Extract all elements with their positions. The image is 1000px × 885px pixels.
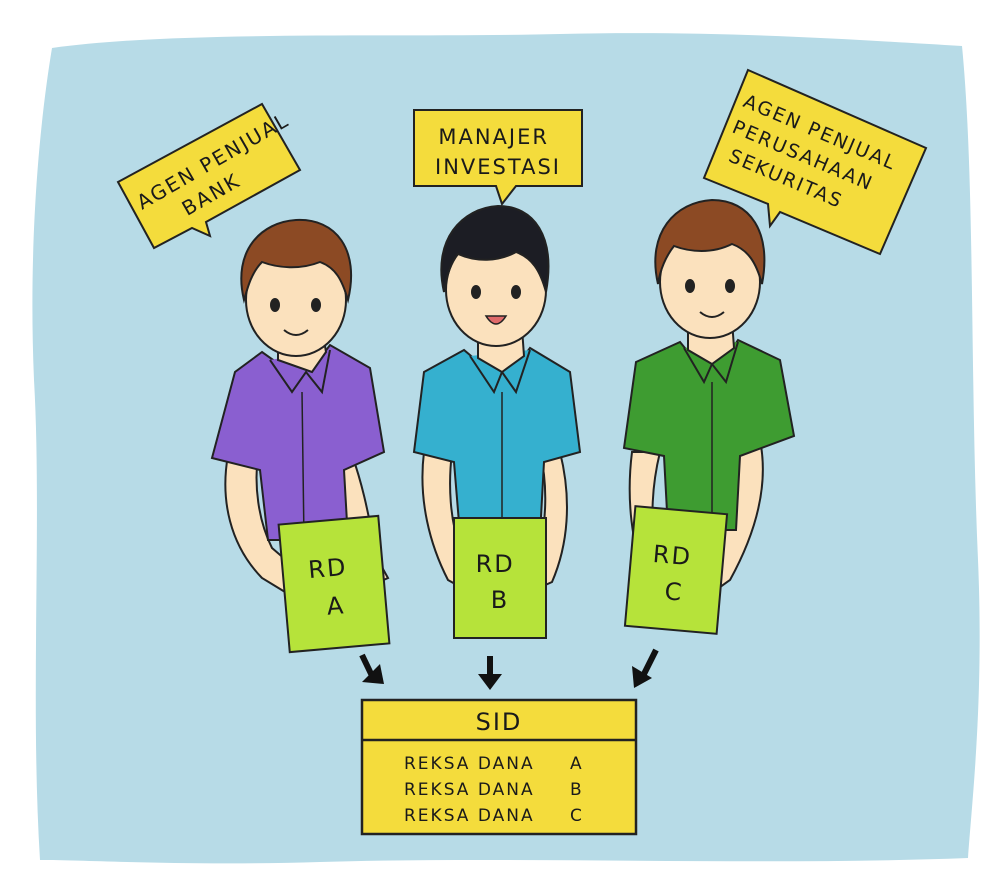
- svg-text:MANAJER INVESTASI: MANAJER INVESTASI: [435, 125, 561, 179]
- speech-bubble-investment-manager: MANAJER INVESTASI: [413, 109, 583, 207]
- bubble-text-line-1: MANAJER: [438, 125, 549, 149]
- document-label-line-1: RD: [476, 550, 515, 578]
- sid-row-label: REKSA DANA: [404, 780, 535, 800]
- document-rd-a: RD A: [277, 514, 391, 654]
- svg-text:RD C: RD C: [649, 540, 703, 608]
- arrow-down-icon: [478, 656, 502, 690]
- sid-row-label: REKSA DANA: [404, 806, 535, 826]
- document-label-line-2: A: [326, 591, 347, 620]
- document-rd-b: RD B: [453, 517, 547, 639]
- document-rd-c: RD C: [623, 505, 729, 635]
- svg-text:REKSA DANA A REKSA: REKSA DANA A REKSA DANA B REKSA DANA C: [404, 754, 591, 826]
- document-sheet: [623, 505, 729, 635]
- sid-row-label: REKSA DANA: [404, 754, 535, 774]
- arrow-down-icon: [359, 653, 384, 684]
- document-sheet: [453, 517, 547, 639]
- document-label-line-1: RD: [652, 540, 693, 571]
- svg-text:RD B: RD B: [476, 550, 525, 614]
- arrows: [359, 648, 659, 690]
- brown-hair: [240, 218, 353, 304]
- sid-box: SID REKSA DANA A REKSA DANA B REKSA DANA…: [360, 698, 638, 836]
- sid-row-code: B: [570, 780, 584, 800]
- sid-row-code: A: [570, 754, 584, 774]
- bubble-shape: [702, 68, 928, 256]
- bubble-shape: [116, 102, 302, 250]
- brown-hair: [654, 198, 766, 285]
- arrow-down-icon: [632, 648, 659, 688]
- person-securities-agent: [622, 198, 796, 592]
- bubble-shape: [413, 109, 583, 207]
- document-label-line-2: C: [664, 577, 685, 607]
- document-sheet: [277, 514, 391, 654]
- black-hair: [440, 204, 550, 293]
- sid-title: SID: [476, 708, 523, 736]
- svg-text:RD A: RD A: [307, 552, 361, 622]
- document-label-line-2: B: [491, 586, 509, 614]
- sid-row-code: C: [570, 806, 584, 826]
- sid-box-frame: [360, 698, 638, 836]
- person-investment-manager: [412, 204, 582, 592]
- bubble-text-line-2: INVESTASI: [435, 155, 561, 179]
- document-label-line-1: RD: [307, 553, 348, 584]
